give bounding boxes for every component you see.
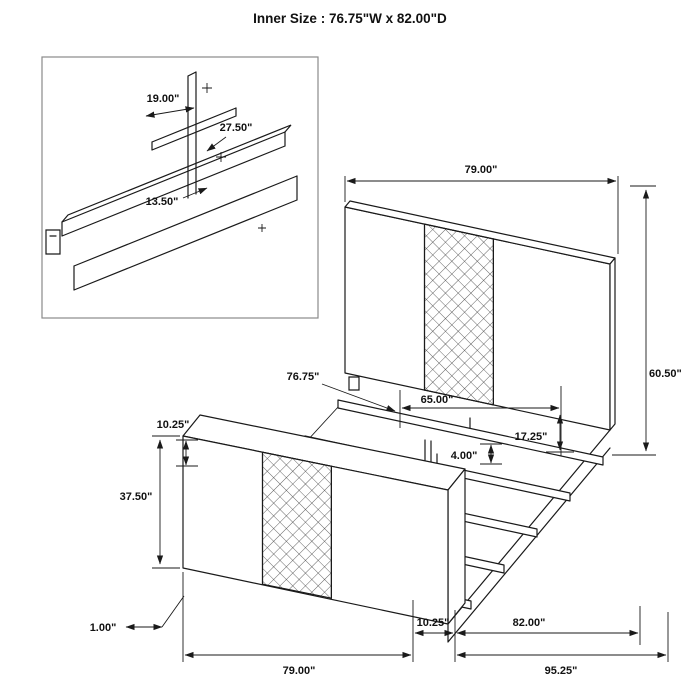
rail-bracket — [348, 376, 360, 391]
center-rail-pins — [436, 417, 471, 465]
bolt-icon — [202, 83, 212, 93]
inset-border — [41, 56, 319, 319]
bolt-icon — [258, 224, 266, 232]
dim-label-footboard-depth: 10.25" — [417, 617, 450, 629]
dim-label-overall-depth: 95.25" — [545, 665, 578, 677]
dim-label-slat-thickness: 4.00" — [451, 450, 478, 462]
headboard — [344, 200, 616, 431]
bed-frame-drawing — [182, 200, 616, 643]
bolt-icon — [216, 152, 226, 162]
inset-dimension-bracket-width: 19.00" — [145, 93, 195, 118]
dim-label-foot-height: 1.00" — [90, 622, 117, 634]
dimension-headboard-height: 60.50" — [612, 185, 682, 456]
dim-label-footboard-height: 37.50" — [120, 491, 153, 503]
dimension-headboard-width: 79.00" — [344, 164, 619, 254]
footboard — [182, 414, 466, 625]
slat — [337, 399, 604, 466]
dimension-footboard-height: 37.50" — [120, 435, 180, 569]
inset-dimension-bracket-height: 27.50" — [206, 122, 253, 152]
dimension-inner-width: 76.75" — [287, 371, 396, 412]
dim-label-top-width: 79.00" — [465, 164, 498, 176]
inset-detail-view: 19.00" 27.50" 13.50" — [41, 56, 319, 319]
dim-label-height: 60.50" — [649, 368, 682, 380]
page-title: Inner Size : 76.75"W x 82.00"D — [253, 11, 447, 26]
inset-mounting-bracket — [151, 71, 266, 232]
headboard-tufted-panel — [423, 223, 494, 406]
footboard-tufted-panel — [261, 451, 332, 599]
dim-label-footboard-width: 79.00" — [283, 665, 316, 677]
dimension-foot-height: 1.00" — [90, 595, 185, 634]
dim-label-13-50: 13.50" — [146, 196, 179, 208]
dim-label-27-50: 27.50" — [220, 122, 253, 134]
dim-label-inner-width: 76.75" — [287, 371, 320, 383]
dimension-footboard-depth: 10.25" — [412, 600, 641, 662]
dimension-inner-depth: 82.00" — [456, 617, 639, 637]
dim-label-rail-height: 17.25" — [515, 431, 548, 443]
dimension-overall-depth: 95.25" — [456, 612, 669, 677]
dimension-footboard-width: 79.00" — [182, 572, 412, 677]
dim-label-slat-width: 65.00" — [421, 394, 454, 406]
dim-label-inner-depth: 82.00" — [513, 617, 546, 629]
dimension-slat-thickness: 4.00" — [451, 443, 502, 465]
inset-dimension-bracket-offset: 13.50" — [146, 187, 208, 208]
dimension-annotations: 79.00" 60.50" 76.75" 65.00" 17.25" — [90, 164, 682, 677]
dimension-rail-height: 17.25" — [515, 414, 574, 453]
inset-headboard-rail — [45, 124, 298, 291]
dim-label-footboard-rail: 10.25" — [157, 419, 190, 431]
dimension-footboard-rail: 10.25" — [157, 419, 198, 467]
dim-label-19: 19.00" — [147, 93, 180, 105]
